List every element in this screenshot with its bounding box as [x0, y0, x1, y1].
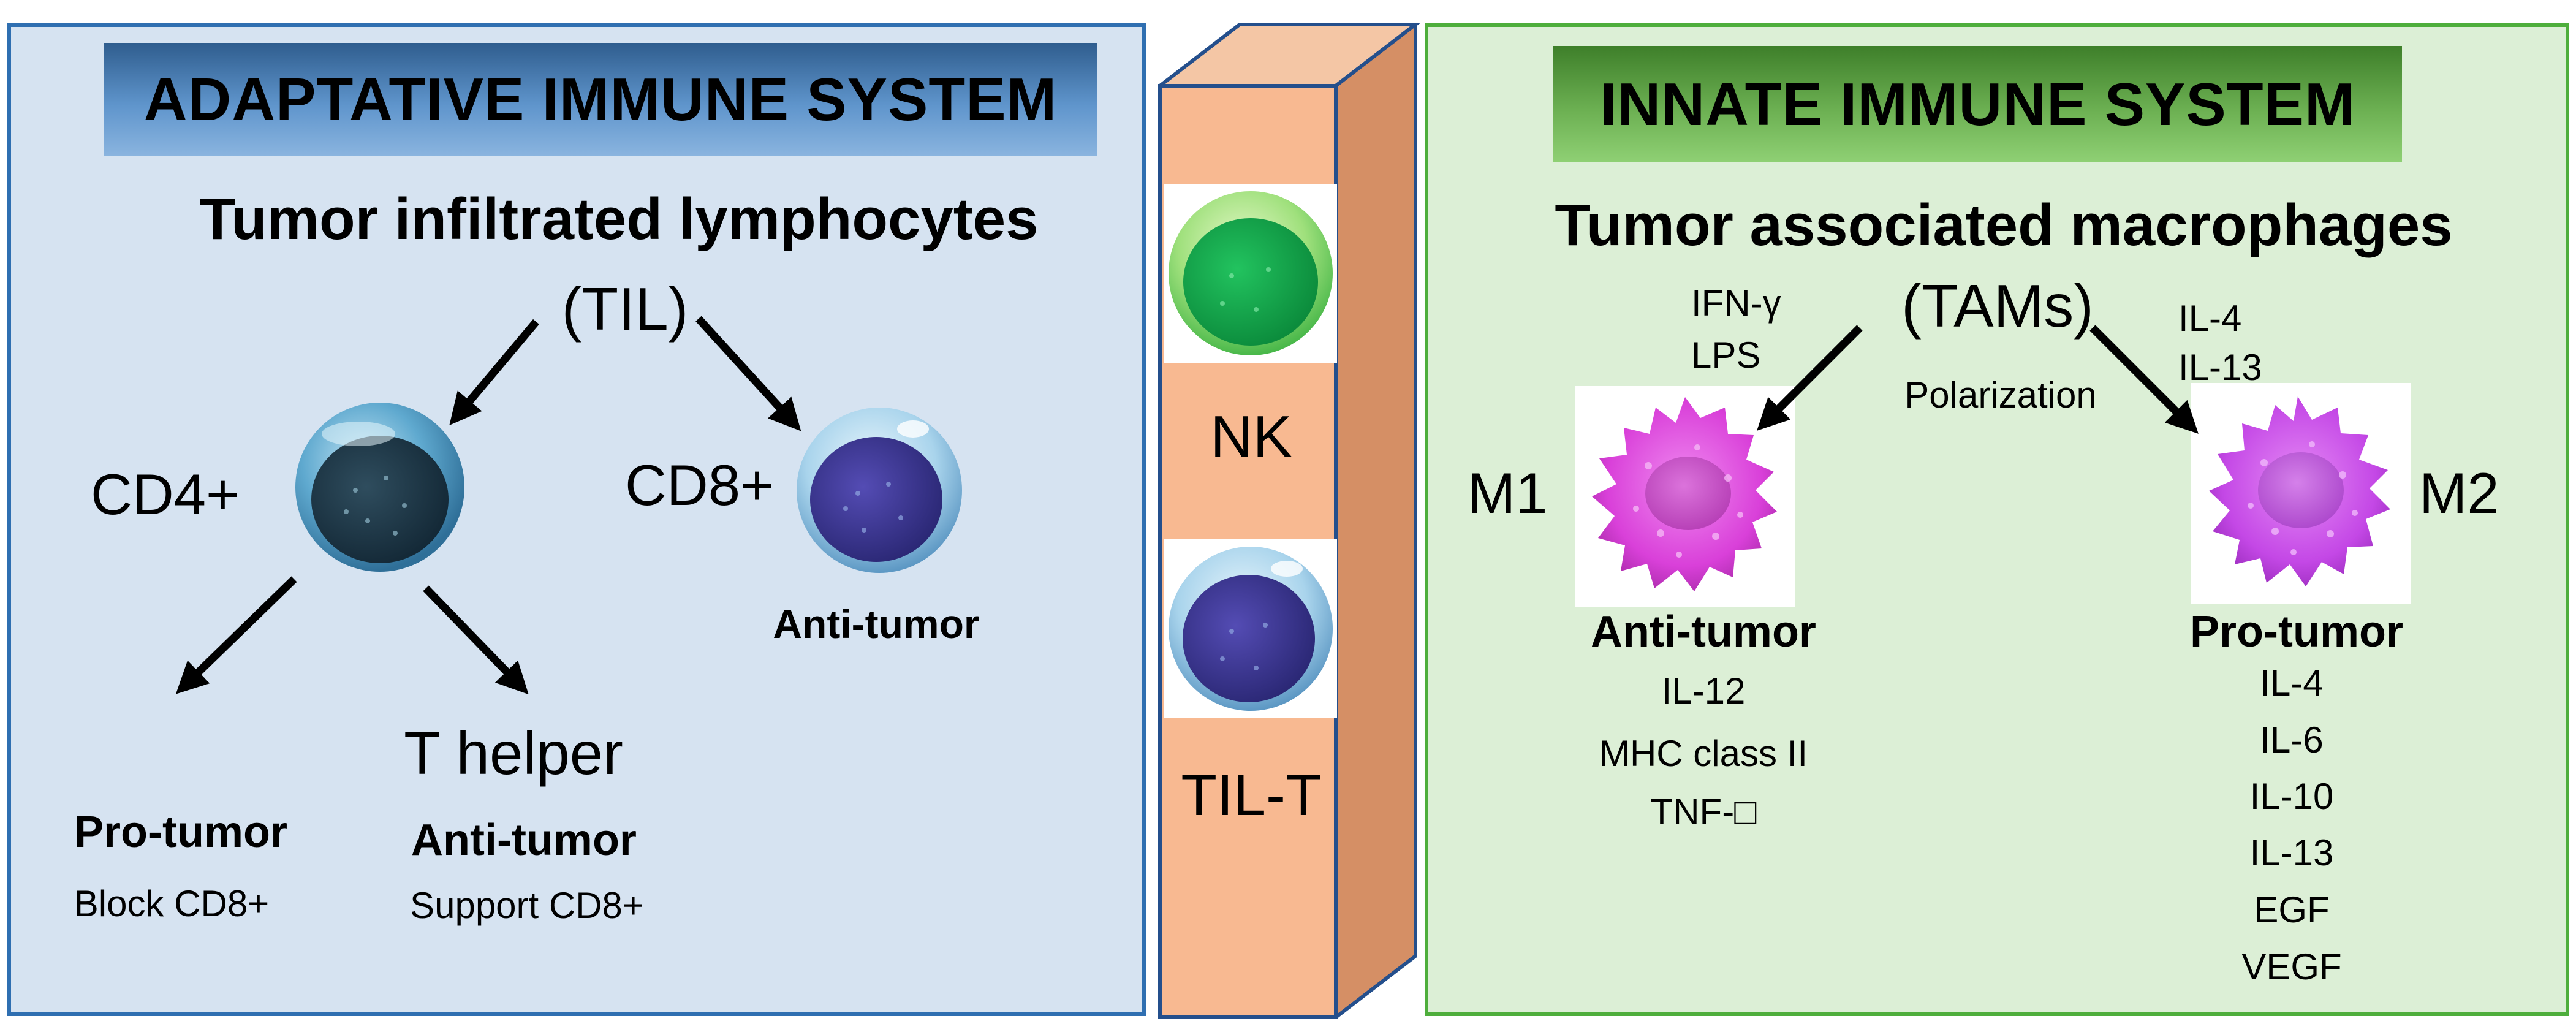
arrow-cd4-to-pro-tumor: [175, 576, 297, 694]
innate-banner: INNATE IMMUNE SYSTEM: [1553, 46, 2402, 162]
til-heading: Tumor infiltrated lymphocytes: [199, 186, 1039, 252]
tam-abbrev: (TAMs): [1901, 272, 2094, 340]
m2-marker: IL-4: [2260, 662, 2324, 704]
block-cd8-label: Block CD8+: [74, 883, 270, 924]
m2-marker: EGF: [2254, 889, 2330, 930]
m1-marker: TNF-□: [1650, 791, 1757, 832]
anti-tumor-label: Anti-tumor: [411, 816, 637, 865]
nk-cell-icon: [1164, 184, 1337, 363]
m2-marker: IL-10: [2249, 776, 2334, 817]
cd8-role: Anti-tumor: [773, 601, 980, 647]
til-t-label: TIL-T: [1181, 762, 1322, 828]
m1-macrophage-icon: [1575, 386, 1795, 607]
m2-marker: IL-6: [2260, 719, 2324, 761]
arrow-tam-to-m1: [1757, 325, 1863, 431]
cd8-cell-icon: [797, 408, 962, 573]
m1-role: Anti-tumor: [1591, 607, 1816, 656]
m1-marker: IL-12: [1661, 670, 1746, 711]
pro-tumor-label: Pro-tumor: [74, 808, 287, 857]
til-t-cell-icon: [1164, 539, 1337, 718]
cd4-cell-icon: [295, 403, 464, 572]
m2-label: M2: [2419, 461, 2499, 525]
til-abbrev: (TIL): [561, 275, 689, 343]
polarization-label: Polarization: [1904, 374, 2097, 415]
m2-role: Pro-tumor: [2190, 607, 2403, 656]
m1-marker: MHC class II: [1599, 733, 1808, 774]
il13-top-label: IL-13: [2178, 347, 2262, 388]
m2-marker: VEGF: [2241, 946, 2342, 987]
lps-label: LPS: [1691, 335, 1761, 376]
t-helper-label: T helper: [404, 719, 623, 787]
tam-heading: Tumor associated macrophages: [1555, 192, 2453, 258]
arrow-til-to-cd8: [695, 316, 801, 431]
ifn-gamma-label: IFN-γ: [1691, 283, 1781, 324]
support-cd8-label: Support CD8+: [410, 885, 644, 926]
arrow-cd4-to-t-helper: [423, 585, 529, 695]
m2-marker: IL-13: [2249, 832, 2334, 873]
nk-label: NK: [1210, 404, 1292, 469]
arrow-til-to-cd4: [449, 319, 539, 425]
m1-label: M1: [1468, 461, 1548, 525]
m2-macrophage-icon: [2191, 383, 2411, 604]
arrow-tam-to-m2: [2089, 325, 2199, 434]
il4-top-label: IL-4: [2178, 298, 2242, 339]
cd8-label: CD8+: [625, 453, 774, 517]
cd4-label: CD4+: [91, 462, 240, 526]
adaptive-banner: ADAPTATIVE IMMUNE SYSTEM: [104, 43, 1097, 156]
